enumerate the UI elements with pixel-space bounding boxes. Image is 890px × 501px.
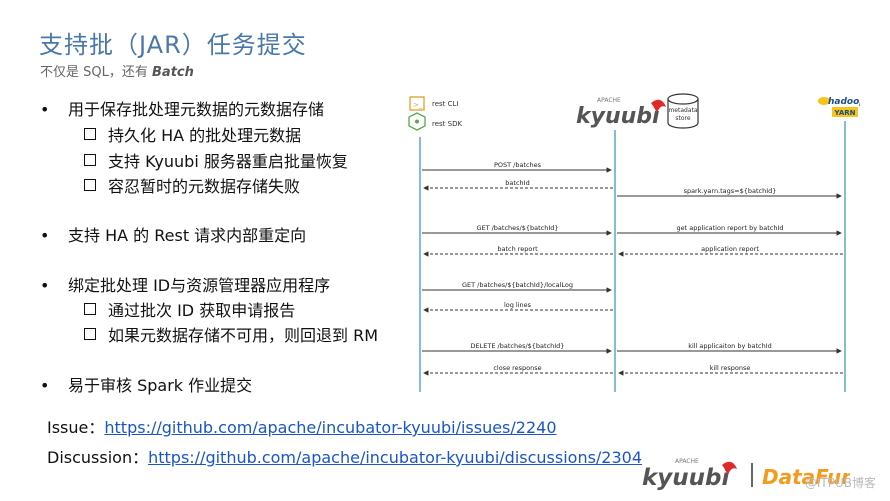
sub-bullet-text: 如果元数据存储不可用，则回退到 RM: [108, 326, 379, 345]
bullet-item: • 绑定批处理 ID与资源管理器应用程序: [40, 272, 330, 296]
message-label: POST /batches: [494, 161, 542, 169]
bullet-dot-icon: •: [40, 100, 50, 119]
sub-bullet-text: 通过批次 ID 获取申请报告: [108, 301, 296, 320]
message-label: spark.yarn.tags=${batchId}: [684, 187, 777, 195]
page-subtitle: 不仅是 SQL，还有 Batch: [40, 61, 194, 80]
message-label: log lines: [504, 301, 532, 309]
bullet-text: 支持 HA 的 Rest 请求内部重定向: [68, 226, 307, 245]
sub-bullet-item: 容忍暂时的元数据存储失败: [84, 173, 300, 197]
metadata-store-label-1: metadata: [668, 107, 697, 114]
sequence-diagram: >_ rest CLI rest SDK APACHE kyuubi metad…: [408, 93, 860, 392]
message-arrows: POST /batches batchId spark.yarn.tags=${ba…: [422, 161, 843, 376]
message-label: GET /batches/${batchId}/localLog: [462, 281, 573, 289]
sub-bullet-item: 通过批次 ID 获取申请报告: [84, 297, 295, 321]
discussion-line: Discussion：https://github.com/apache/inc…: [47, 444, 642, 468]
message-label: close response: [493, 364, 541, 372]
bullet-dot-icon: •: [40, 376, 50, 395]
checkbox-icon: [84, 328, 96, 340]
bullet-text: 用于保存批处理元数据的元数据存储: [68, 100, 325, 119]
checkbox-icon: [84, 128, 96, 140]
issue-link[interactable]: https://github.com/apache/incubator-kyuu…: [104, 418, 557, 437]
diagram-kyuubi-logo: kyuubi: [576, 104, 660, 129]
rest-sdk-icon: [408, 112, 426, 131]
bullet-item: • 支持 HA 的 Rest 请求内部重定向: [40, 222, 306, 246]
message-label: application report: [701, 245, 759, 253]
metadata-store-icon: [667, 93, 699, 129]
message-label: get application report by batchId: [676, 224, 783, 232]
message-label: GET /batches/${batchId}: [476, 224, 558, 232]
footer-kyuubi-logo: kyuubi: [642, 465, 731, 491]
datafun-logo: DataFun: [762, 465, 850, 489]
rest-cli-icon: >_: [409, 96, 425, 111]
issue-label: Issue：: [47, 418, 105, 437]
subtitle-emphasis: Batch: [152, 65, 194, 80]
message-label: kill applicaiton by batchId: [688, 342, 772, 350]
subtitle-prefix: 不仅是 SQL，还有: [40, 65, 148, 80]
bullet-item: • 易于审核 Spark 作业提交: [40, 372, 252, 396]
page-title: 支持批（JAR）任务提交: [39, 31, 307, 59]
footer-kyuubi-fox-icon: [722, 461, 737, 475]
yarn-logo-text: YARN: [833, 109, 855, 117]
footer-logo-svg: APACHE kyuubi DataFun: [642, 458, 855, 491]
issue-line: Issue：https://github.com/apache/incubato…: [47, 414, 557, 438]
sub-bullet-item: 持久化 HA 的批处理元数据: [84, 122, 301, 146]
bullet-dot-icon: •: [40, 276, 50, 295]
checkbox-icon: [84, 303, 96, 315]
checkbox-icon: [84, 154, 96, 166]
hadoop-yarn-logo: hadoop YARN: [818, 97, 860, 117]
footer-logos: APACHE kyuubi DataFun: [640, 455, 855, 499]
rest-sdk-label: rest SDK: [432, 120, 462, 128]
sub-bullet-text: 容忍暂时的元数据存储失败: [108, 177, 301, 196]
watermark: @ITPUB博客: [804, 476, 876, 490]
sub-bullet-item: 支持 Kyuubi 服务器重启批量恢复: [84, 148, 348, 172]
message-label: kill response: [710, 364, 751, 372]
metadata-store-label-2: store: [675, 115, 690, 122]
sub-bullet-text: 支持 Kyuubi 服务器重启批量恢复: [108, 152, 348, 171]
kyuubi-fox-icon: [651, 99, 666, 113]
checkbox-icon: [84, 179, 96, 191]
bullet-item: • 用于保存批处理元数据的元数据存储: [40, 96, 324, 120]
bullet-text: 绑定批处理 ID与资源管理器应用程序: [68, 276, 331, 295]
discussion-link[interactable]: https://github.com/apache/incubator-kyuu…: [148, 448, 643, 467]
rest-cli-label: rest CLI: [432, 100, 459, 108]
discussion-label: Discussion：: [47, 448, 149, 467]
hadoop-logo-text: hadoop: [828, 97, 860, 107]
sub-bullet-item: 如果元数据存储不可用，则回退到 RM: [84, 322, 378, 346]
message-label: DELETE /batches/${batchId}: [471, 342, 565, 350]
svg-text:>_: >_: [413, 101, 423, 109]
footer-apache-label: APACHE: [675, 458, 699, 465]
diagram-apache-label: APACHE: [597, 97, 621, 104]
message-label: batch report: [497, 245, 538, 253]
bullet-text: 易于审核 Spark 作业提交: [68, 376, 253, 395]
sub-bullet-text: 持久化 HA 的批处理元数据: [108, 126, 302, 145]
message-label: batchId: [505, 179, 529, 187]
bullet-dot-icon: •: [40, 226, 50, 245]
